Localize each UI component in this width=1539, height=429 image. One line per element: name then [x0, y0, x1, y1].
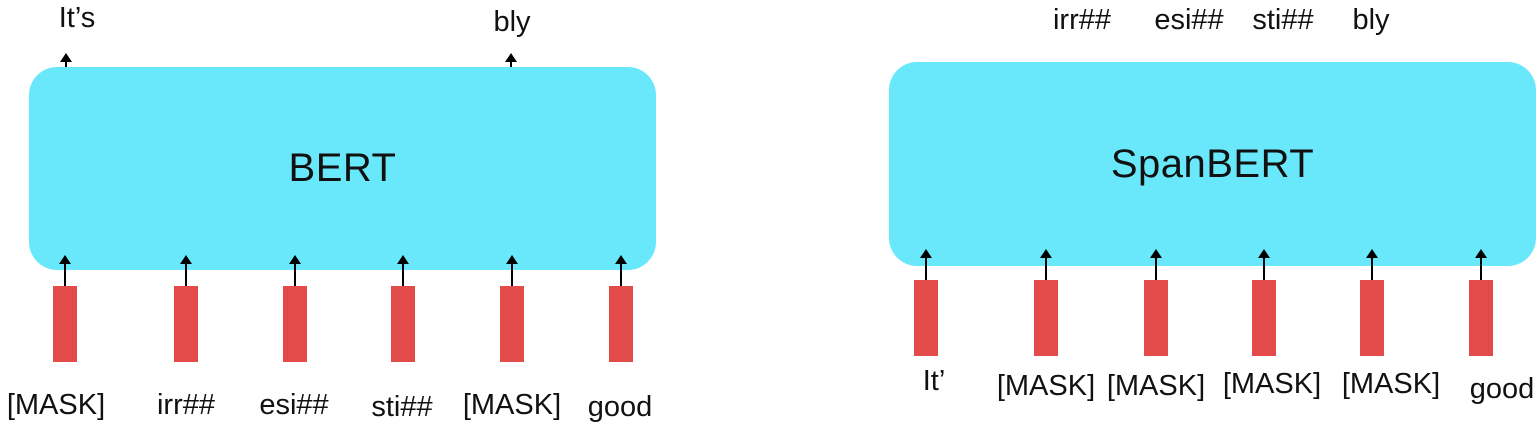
- spanbert-output-token: sti##: [1252, 4, 1314, 36]
- bert-input-arrow: [506, 255, 518, 286]
- bert-model-label: BERT: [288, 146, 397, 190]
- bert-input-arrow: [59, 255, 71, 286]
- spanbert-token-embedding: [1144, 280, 1168, 356]
- spanbert-input-arrow: [1366, 249, 1378, 280]
- bert-model-box: BERT: [29, 67, 656, 270]
- spanbert-input-token: [MASK]: [1222, 368, 1322, 400]
- spanbert-panel: irr## esi## sti## bly SpanBERT It’ [MASK…: [860, 0, 1539, 429]
- bert-token-embedding: [174, 286, 198, 362]
- spanbert-output-token: bly: [1352, 4, 1390, 36]
- bert-input-arrow: [289, 255, 301, 286]
- spanbert-input-token: [MASK]: [1106, 370, 1206, 402]
- bert-panel: It’s bly BERT [MASK] irr## esi## sti## […: [0, 0, 700, 429]
- spanbert-input-arrow: [1040, 249, 1052, 280]
- spanbert-token-embedding: [1360, 280, 1384, 356]
- bert-token-embedding: [609, 286, 633, 362]
- bert-input-token: [MASK]: [462, 389, 562, 421]
- bert-input-token: good: [587, 391, 653, 423]
- spanbert-output-token: irr##: [1052, 4, 1112, 36]
- bert-token-embedding: [53, 286, 77, 362]
- spanbert-input-token: [MASK]: [996, 370, 1096, 402]
- bert-output-token: bly: [493, 6, 531, 38]
- bert-input-token: esi##: [259, 389, 329, 421]
- spanbert-token-embedding: [1252, 280, 1276, 356]
- spanbert-input-arrow: [920, 249, 932, 280]
- spanbert-model-label: SpanBERT: [1110, 141, 1315, 186]
- bert-token-embedding: [500, 286, 524, 362]
- spanbert-token-embedding: [1469, 280, 1493, 356]
- bert-input-token: sti##: [371, 391, 433, 423]
- spanbert-token-embedding: [1034, 280, 1058, 356]
- bert-input-token: [MASK]: [6, 389, 106, 421]
- spanbert-input-token: [MASK]: [1341, 368, 1441, 400]
- spanbert-input-token: It’: [922, 365, 946, 397]
- bert-input-arrow: [397, 255, 409, 286]
- spanbert-input-token: good: [1469, 373, 1535, 405]
- spanbert-model-box: SpanBERT: [889, 62, 1536, 266]
- bert-token-embedding: [391, 286, 415, 362]
- bert-output-token: It’s: [58, 2, 96, 34]
- spanbert-input-arrow: [1475, 249, 1487, 280]
- spanbert-input-arrow: [1150, 249, 1162, 280]
- bert-token-embedding: [283, 286, 307, 362]
- spanbert-input-arrow: [1258, 249, 1270, 280]
- spanbert-token-embedding: [914, 280, 938, 356]
- bert-input-arrow: [615, 255, 627, 286]
- bert-input-token: irr##: [156, 389, 216, 421]
- spanbert-output-token: esi##: [1154, 4, 1224, 36]
- bert-input-arrow: [180, 255, 192, 286]
